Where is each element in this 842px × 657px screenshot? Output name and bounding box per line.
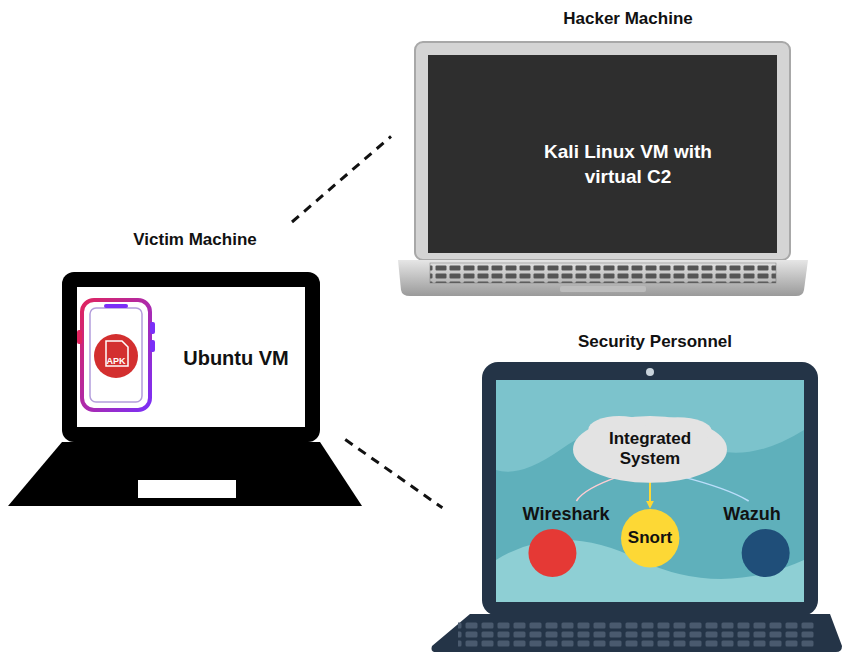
screen-text: Ubuntu VM	[183, 347, 289, 370]
connector-line	[345, 440, 442, 508]
file-type-label: APK	[106, 356, 125, 366]
snort-node: Snort	[621, 509, 679, 567]
machine-heading: Hacker Machine	[563, 9, 692, 29]
integrated-system-cloud: Integrated System	[573, 416, 727, 483]
connector-line	[681, 476, 749, 501]
machine-heading: Victim Machine	[133, 230, 256, 250]
wireshark-node: Wireshark	[523, 504, 610, 577]
node-label: Snort	[628, 528, 672, 548]
node-label: Wazuh	[723, 504, 780, 525]
wazuh-node: Wazuh	[723, 504, 790, 577]
node-label: Wireshark	[523, 504, 610, 525]
connector-line	[292, 136, 391, 222]
machine-heading: Security Personnel	[578, 332, 732, 352]
hacker-machine: Hacker MachineKali Linux VM with virtual…	[395, 5, 815, 297]
security-machine: Security PersonnelIntegrated SystemWires…	[430, 328, 842, 655]
victim-machine: Victim MachineUbuntu VM	[8, 228, 363, 510]
connector-line	[649, 478, 651, 506]
connector-line	[576, 476, 619, 501]
security-laptop	[432, 362, 842, 652]
node-label: Integrated System	[595, 429, 705, 470]
screen-text: Kali Linux VM with virtual C2	[528, 140, 728, 189]
hacker-laptop	[398, 42, 808, 296]
victim-laptop	[8, 272, 362, 506]
